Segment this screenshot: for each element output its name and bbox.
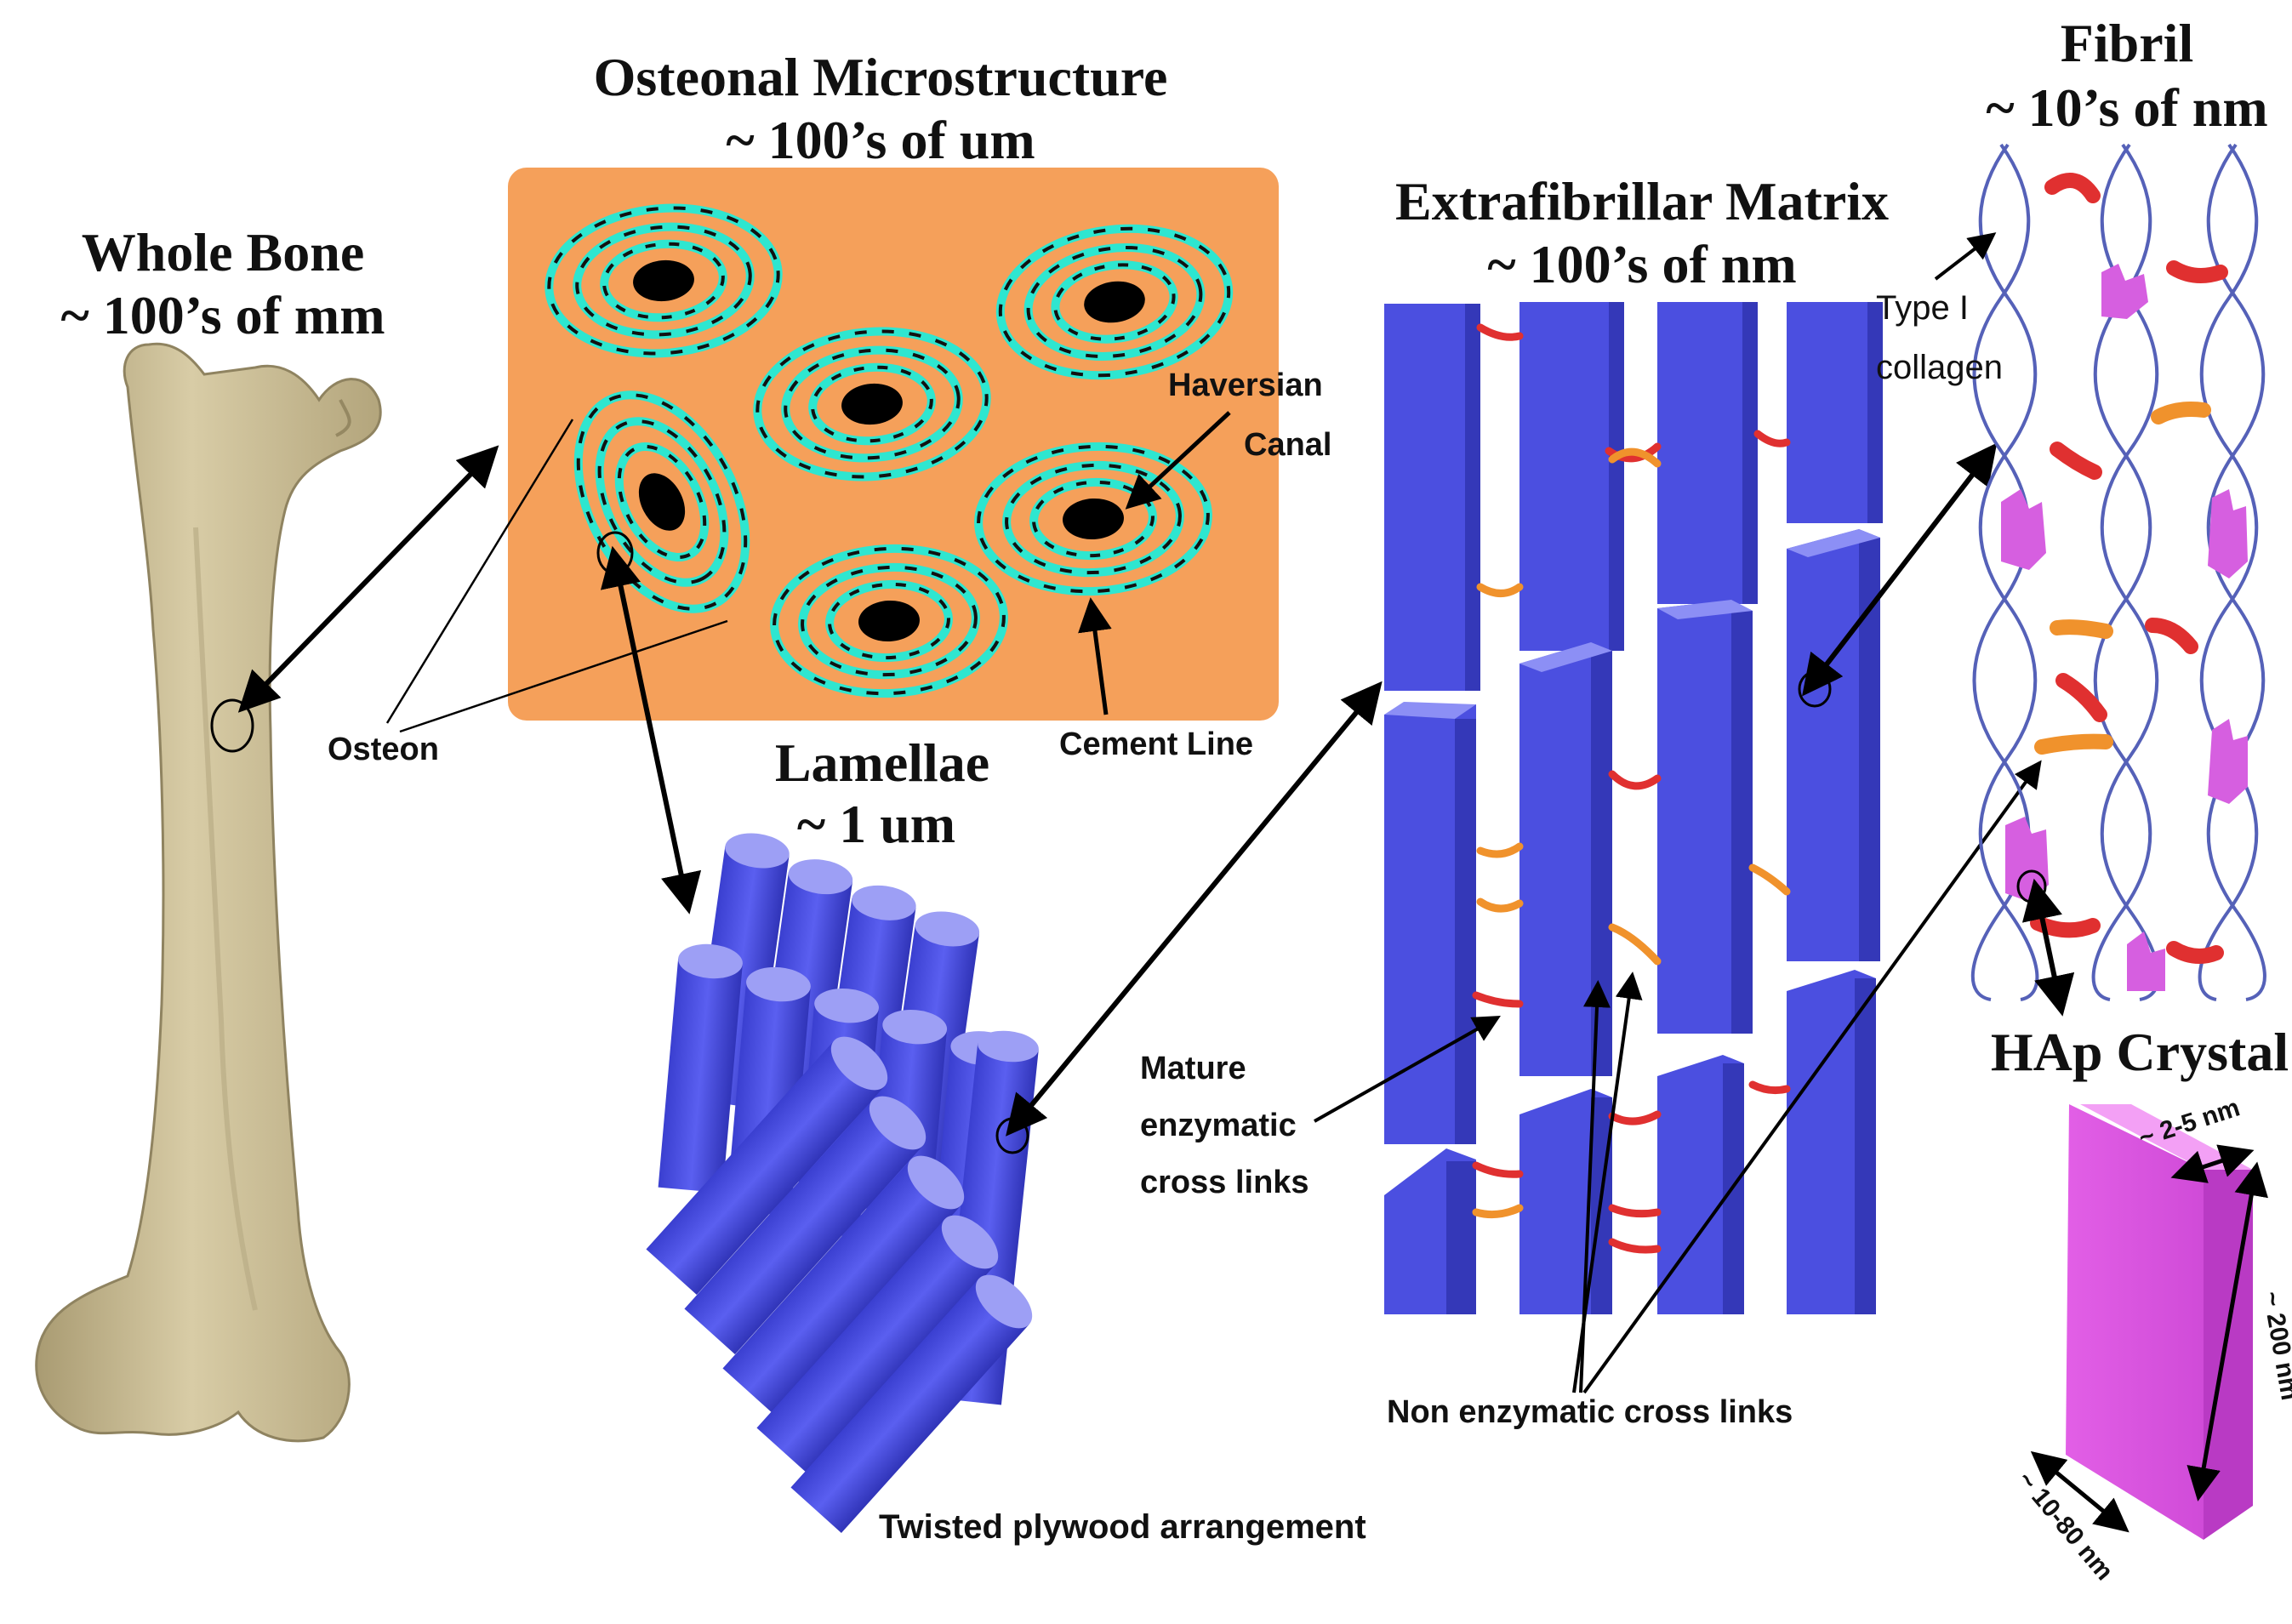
femur-illustration: [35, 342, 382, 1443]
mature-label-1: Mature: [1140, 1051, 1246, 1086]
matrix-fibres: [1384, 302, 1883, 1314]
osteon-1: [544, 203, 783, 358]
plywood-label: Twisted plywood arrangement: [879, 1508, 1366, 1546]
bone-to-osteonal-arrow: [237, 445, 499, 713]
mature-label-3: cross links: [1140, 1165, 1309, 1200]
osteon-to-lamellae-arrow: [600, 545, 702, 915]
fibril-hap-clusters: [2001, 264, 2248, 991]
osteon-2: [995, 224, 1234, 380]
collagen-label: collagen: [1876, 349, 2003, 386]
mature-label-2: enzymatic: [1140, 1108, 1297, 1143]
non-enzymatic-arrows: [1572, 760, 2042, 1394]
osteon-3: [753, 327, 991, 482]
haversian-label-1: Haversian: [1168, 368, 1323, 403]
fibril-to-hap-arrow: [2021, 878, 2075, 1017]
lamellae-cylinders: [646, 833, 1039, 1534]
matrix-scale: ~ 100’s of nm: [1487, 234, 1796, 294]
hap-width-label: ~ 10-80 nm: [2012, 1466, 2119, 1586]
matrix-title: Extrafibrillar Matrix: [1395, 171, 1889, 231]
whole-bone-scale: ~ 100’s of mm: [60, 285, 385, 345]
hap-dimension-arrows: [2030, 1144, 2268, 1533]
lamellae-scale: ~ 1 um: [797, 794, 955, 854]
osteon-location-circle: [210, 698, 254, 753]
hap-length-label: ~ 200 nm: [2257, 1289, 2292, 1402]
type-i-label: Type I: [1876, 289, 1969, 327]
hap-crystal: [2066, 1104, 2253, 1540]
osteonal-scale: ~ 100’s of um: [726, 110, 1035, 170]
non-enzymatic-label: Non enzymatic cross links: [1387, 1394, 1793, 1430]
lamellae-to-matrix-arrow: [1006, 681, 1383, 1137]
fibril-scale: ~ 10’s of nm: [1986, 77, 2267, 138]
fibril-crosslinks: [2030, 173, 2228, 964]
fibril-title: Fibril: [2061, 13, 2193, 73]
collagen-arrow: [1934, 232, 1997, 281]
osteonal-title: Osteonal Microstructure: [594, 47, 1168, 107]
osteon-6: [770, 544, 1008, 698]
haversian-label-2: Canal: [1244, 427, 1331, 463]
hap-title: HAp Crystal: [1991, 1022, 2289, 1082]
mature-arrow: [1314, 1016, 1501, 1123]
matrix-to-fibril-arrow: [1802, 442, 1998, 697]
cement-line-label: Cement Line: [1059, 727, 1253, 762]
lamellae-title: Lamellae: [775, 732, 989, 793]
whole-bone-title: Whole Bone: [82, 222, 364, 282]
matrix-crosslinks: [1472, 323, 1791, 1254]
osteon-label: Osteon: [328, 732, 439, 767]
haversian-arrow: [1125, 411, 1231, 510]
